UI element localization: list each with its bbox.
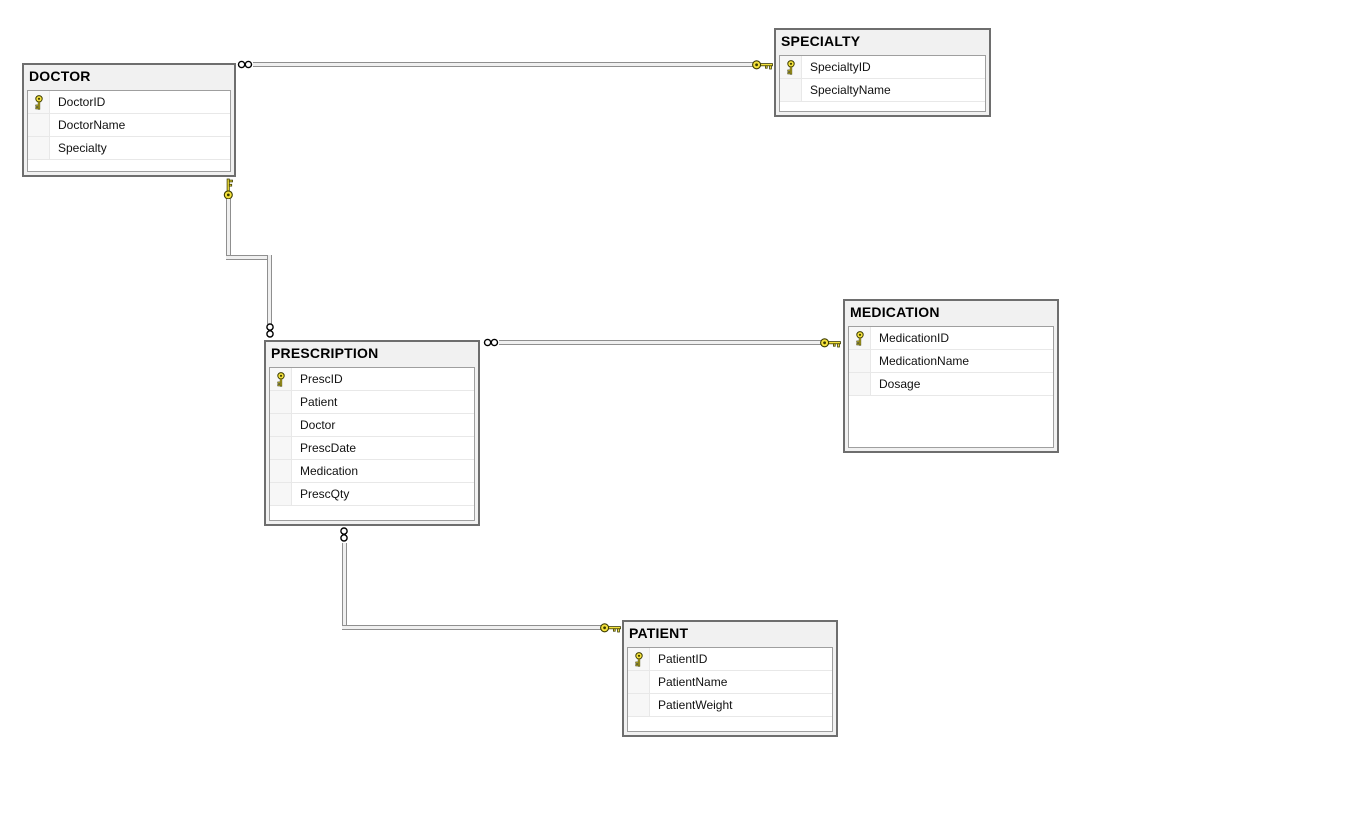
row-selector bbox=[849, 350, 871, 372]
column-name: Patient bbox=[300, 395, 338, 409]
table-row[interactable]: MedicationID bbox=[849, 327, 1053, 350]
relationship-line-segment[interactable] bbox=[267, 255, 272, 324]
table-title[interactable]: MEDICATION bbox=[845, 301, 1057, 324]
column-name: DoctorID bbox=[58, 95, 106, 109]
table-row[interactable]: Dosage bbox=[849, 373, 1053, 396]
column-grid: PrescID Patient Doctor PrescDate Medicat… bbox=[269, 367, 475, 521]
row-selector bbox=[28, 137, 50, 159]
table-row[interactable]: DoctorID bbox=[28, 91, 230, 114]
table-row[interactable]: DoctorName bbox=[28, 114, 230, 137]
row-selector bbox=[270, 368, 292, 390]
column-name: Dosage bbox=[879, 377, 921, 391]
row-selector bbox=[270, 483, 292, 505]
column-grid: MedicationID MedicationName Dosage bbox=[848, 326, 1054, 448]
infinity-icon bbox=[266, 323, 274, 338]
relationship-line-segment[interactable] bbox=[342, 625, 601, 630]
column-grid: DoctorID DoctorName Specialty bbox=[27, 90, 231, 172]
table-title[interactable]: DOCTOR bbox=[24, 65, 234, 88]
table-row[interactable]: PatientName bbox=[628, 671, 832, 694]
column-name: SpecialtyName bbox=[810, 83, 891, 97]
infinity-icon bbox=[237, 60, 253, 69]
table-row[interactable]: Specialty bbox=[28, 137, 230, 160]
column-name: Doctor bbox=[300, 418, 336, 432]
table-row[interactable]: PrescDate bbox=[270, 437, 474, 460]
column-name: Medication bbox=[300, 464, 359, 478]
table-title[interactable]: PRESCRIPTION bbox=[266, 342, 478, 365]
table-title[interactable]: SPECIALTY bbox=[776, 30, 989, 53]
primary-key-icon bbox=[855, 330, 864, 346]
primary-key-icon bbox=[34, 94, 43, 110]
column-grid: SpecialtyID SpecialtyName bbox=[779, 55, 986, 112]
key-icon bbox=[820, 338, 841, 348]
primary-key-icon bbox=[786, 59, 795, 75]
row-selector bbox=[270, 414, 292, 436]
row-selector bbox=[849, 327, 871, 349]
row-selector bbox=[628, 648, 650, 670]
relationship-line-segment[interactable] bbox=[226, 255, 272, 260]
column-name: Specialty bbox=[58, 141, 107, 155]
table-row[interactable]: Patient bbox=[270, 391, 474, 414]
table-row[interactable]: SpecialtyName bbox=[780, 79, 985, 102]
table-row[interactable]: SpecialtyID bbox=[780, 56, 985, 79]
row-selector bbox=[849, 373, 871, 395]
table-doctor[interactable]: DOCTOR DoctorID DoctorName bbox=[22, 63, 236, 177]
column-name: SpecialtyID bbox=[810, 60, 871, 74]
row-selector bbox=[28, 114, 50, 136]
table-row[interactable]: Medication bbox=[270, 460, 474, 483]
key-icon bbox=[223, 178, 233, 200]
primary-key-icon bbox=[634, 651, 643, 667]
table-row[interactable]: Doctor bbox=[270, 414, 474, 437]
row-selector bbox=[28, 91, 50, 113]
row-selector bbox=[628, 694, 650, 716]
primary-key-icon bbox=[276, 371, 285, 387]
column-grid: PatientID PatientName PatientWeight bbox=[627, 647, 833, 732]
table-prescription[interactable]: PRESCRIPTION PrescID Patient bbox=[264, 340, 480, 526]
row-selector bbox=[270, 391, 292, 413]
row-selector bbox=[780, 56, 802, 78]
table-row[interactable]: MedicationName bbox=[849, 350, 1053, 373]
table-patient[interactable]: PATIENT PatientID PatientName bbox=[622, 620, 838, 737]
table-title[interactable]: PATIENT bbox=[624, 622, 836, 645]
table-specialty[interactable]: SPECIALTY SpecialtyID SpecialtyName bbox=[774, 28, 991, 117]
column-name: MedicationName bbox=[879, 354, 970, 368]
table-row[interactable]: PatientWeight bbox=[628, 694, 832, 717]
relationship-line-segment[interactable] bbox=[226, 199, 231, 258]
relationship-line-segment[interactable] bbox=[499, 340, 821, 345]
table-row[interactable]: PrescID bbox=[270, 368, 474, 391]
column-name: PatientName bbox=[658, 675, 728, 689]
column-name: MedicationID bbox=[879, 331, 950, 345]
key-icon bbox=[752, 60, 773, 70]
row-selector bbox=[780, 79, 802, 101]
row-selector bbox=[628, 671, 650, 693]
column-name: PatientWeight bbox=[658, 698, 733, 712]
column-name: PrescQty bbox=[300, 487, 350, 501]
column-name: PrescID bbox=[300, 372, 343, 386]
relationship-line-segment[interactable] bbox=[342, 543, 347, 628]
table-row[interactable]: PrescQty bbox=[270, 483, 474, 506]
relationship-line-segment[interactable] bbox=[253, 62, 753, 67]
column-name: DoctorName bbox=[58, 118, 126, 132]
infinity-icon bbox=[483, 338, 499, 347]
row-selector bbox=[270, 437, 292, 459]
key-icon bbox=[600, 623, 621, 633]
column-name: PatientID bbox=[658, 652, 708, 666]
infinity-icon bbox=[340, 527, 348, 542]
row-selector bbox=[270, 460, 292, 482]
table-row[interactable]: PatientID bbox=[628, 648, 832, 671]
column-name: PrescDate bbox=[300, 441, 357, 455]
table-medication[interactable]: MEDICATION MedicationID MedicationName bbox=[843, 299, 1059, 453]
